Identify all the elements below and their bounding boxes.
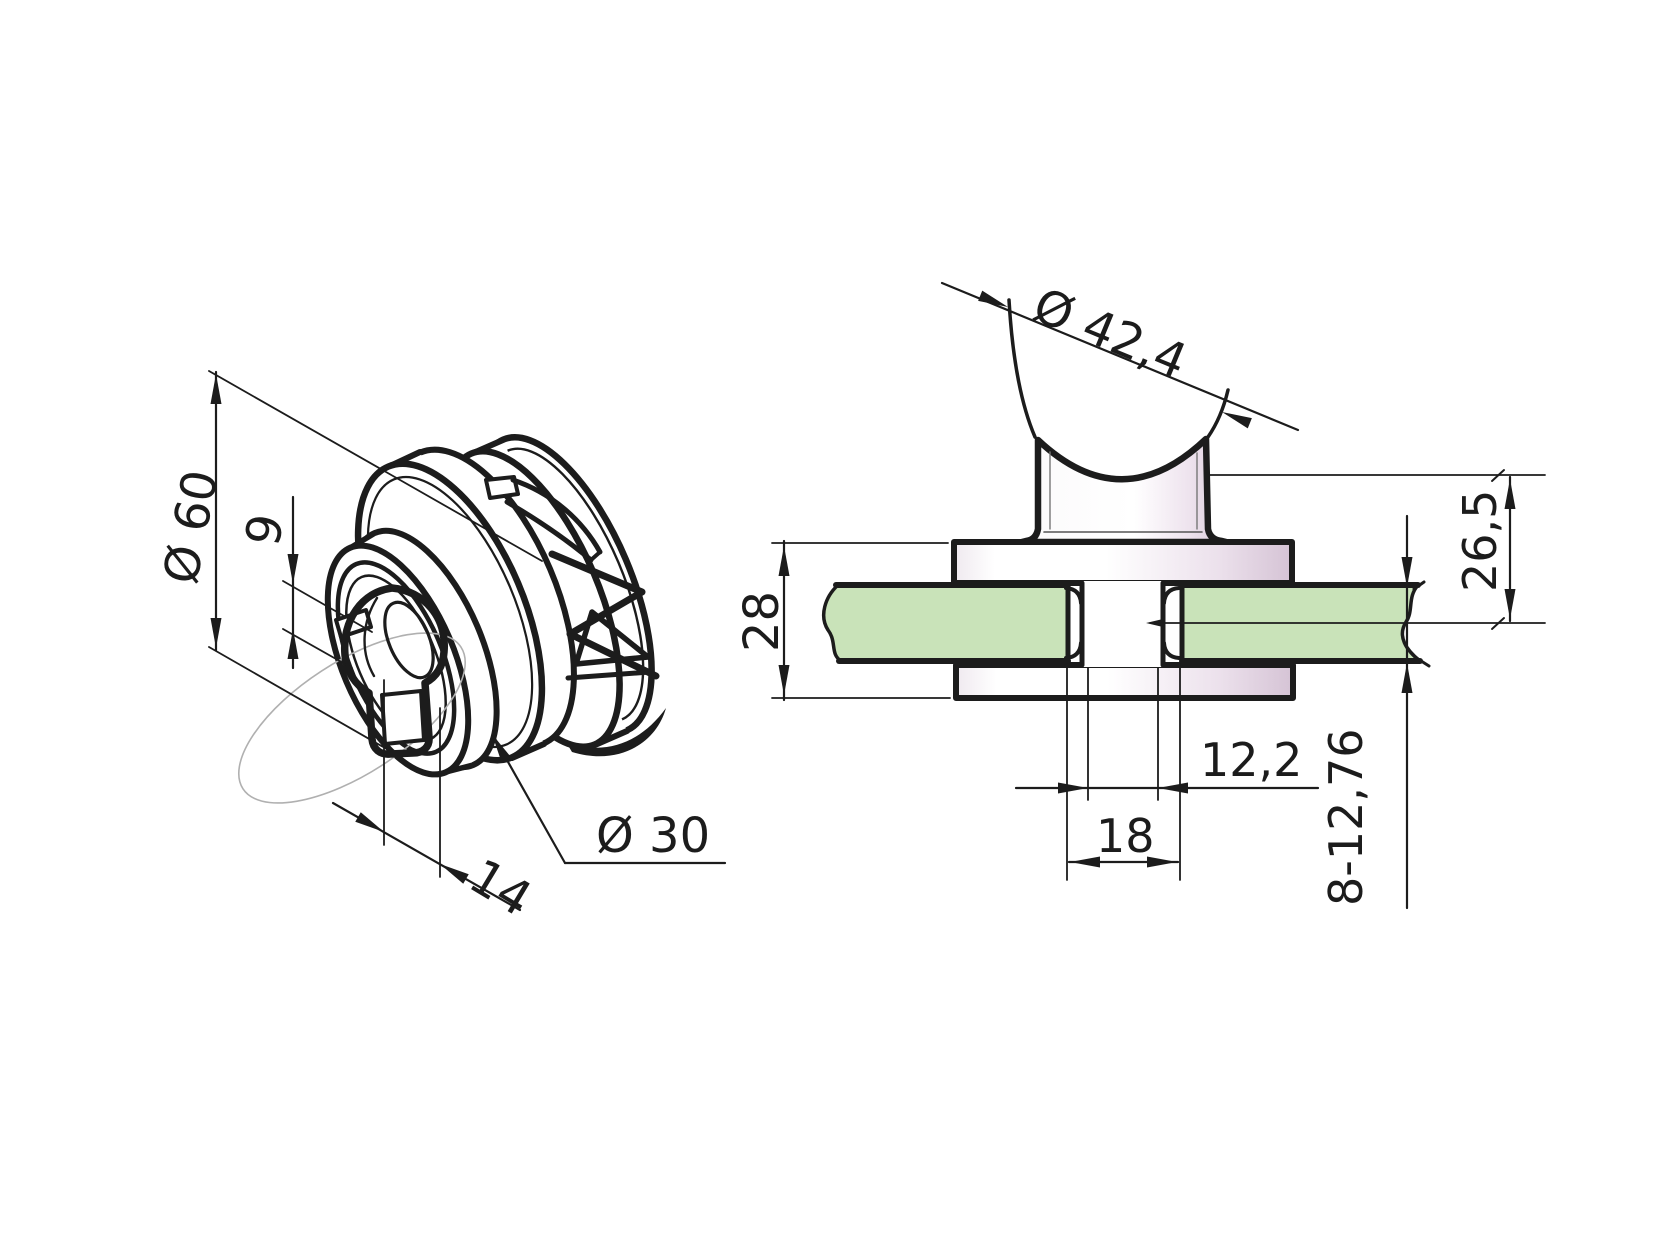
dim-dia30-leader bbox=[492, 734, 727, 865]
dim-label-width18: 18 bbox=[1096, 809, 1155, 863]
tube-arc-left bbox=[1007, 298, 1037, 439]
dim-dia60 bbox=[208, 370, 543, 749]
lower-flange bbox=[953, 662, 1296, 701]
dim-height265 bbox=[1146, 469, 1546, 630]
dim-label-dia42: Ø 42,4 bbox=[1025, 277, 1194, 390]
section-view bbox=[822, 298, 1431, 701]
dim-width18 bbox=[1066, 663, 1181, 881]
dim-label-height28: 28 bbox=[734, 591, 790, 652]
dim-label-depth9: 9 bbox=[235, 510, 296, 551]
glass-panel-left bbox=[822, 582, 1071, 664]
dim-label-width122: 12,2 bbox=[1200, 733, 1302, 787]
dimensions bbox=[208, 281, 1546, 912]
dim-label-dia60: Ø 60 bbox=[153, 466, 230, 589]
dim-label-slot14: 14 bbox=[460, 848, 541, 927]
stem bbox=[1064, 580, 1181, 668]
dim-label-dia30: Ø 30 bbox=[596, 808, 710, 864]
dim-dia42 bbox=[940, 281, 1300, 432]
dim-label-height265: 26,5 bbox=[1453, 490, 1507, 592]
dim-height28 bbox=[771, 539, 951, 702]
dim-glass-thickness bbox=[1401, 514, 1413, 910]
tube-arc-right bbox=[1206, 388, 1230, 439]
projection-circle bbox=[237, 632, 467, 804]
glass-panel-right bbox=[1179, 580, 1431, 668]
dim-depth9 bbox=[282, 495, 373, 670]
dim-slot14 bbox=[331, 679, 522, 912]
clip-cutouts bbox=[484, 475, 666, 757]
isometric-view bbox=[237, 434, 666, 804]
upper-flange bbox=[951, 539, 1295, 586]
tube-saddle bbox=[1018, 435, 1230, 546]
dim-label-glass-thickness: 8-12,76 bbox=[1319, 728, 1373, 906]
keyhole bbox=[341, 584, 448, 758]
